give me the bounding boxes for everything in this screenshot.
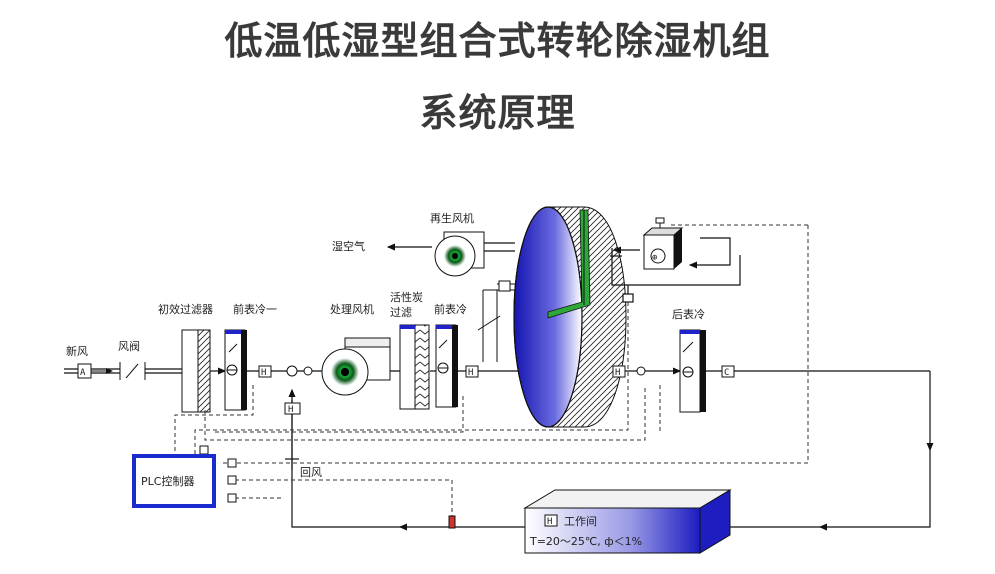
- fresh-air-label: 新风: [66, 344, 88, 358]
- carbon-filter-label-1: 活性炭: [390, 290, 423, 304]
- c-sensor: C: [721, 365, 735, 378]
- svg-text:H: H: [468, 368, 473, 378]
- after-cooler: [679, 329, 706, 413]
- mixing-node: [286, 365, 313, 377]
- carbon-filter-label-2: 过滤: [390, 306, 412, 319]
- return-air-label: 回风: [300, 466, 322, 479]
- regen-ducts: [610, 237, 741, 303]
- pre-cooler-label: 前表冷: [434, 302, 467, 316]
- regen-fan-icon: [434, 231, 485, 277]
- page-title: 低温低湿型组合式转轮除湿机组: [224, 19, 771, 63]
- primary-filter-label: 初效过滤器: [158, 302, 213, 316]
- after-cooler-label: 后表冷: [672, 307, 705, 321]
- process-fan-icon: [321, 337, 391, 396]
- desiccant-wheel: [513, 206, 627, 428]
- plc-label: PLC控制器: [141, 474, 194, 488]
- air-valve-label: 风阀: [118, 339, 140, 353]
- regen-air-out: [386, 242, 515, 252]
- svg-text:H: H: [615, 368, 620, 378]
- svg-text:H: H: [261, 368, 266, 378]
- pre-cooler: [435, 324, 458, 408]
- svg-text:A: A: [80, 368, 86, 378]
- plc-controller: [132, 454, 216, 508]
- svg-text:H: H: [288, 405, 293, 415]
- control-signal-lines: [174, 224, 809, 527]
- regen-fan-label: 再生风机: [430, 211, 474, 225]
- bypass-damper: [477, 290, 501, 362]
- h-sensor-1: H: [258, 365, 272, 378]
- svg-text:⊕: ⊕: [652, 253, 657, 263]
- page-subtitle: 系统原理: [419, 91, 576, 135]
- h-sensor-return: H: [284, 402, 301, 415]
- humid-air-label: 湿空气: [332, 239, 365, 253]
- h-sensor-2: H: [465, 365, 479, 378]
- air-valve-icon: [119, 362, 146, 380]
- svg-text:H: H: [547, 517, 552, 527]
- svg-text:C: C: [724, 368, 729, 378]
- activated-carbon-filter: [399, 324, 430, 410]
- bypass-line: [483, 280, 515, 292]
- fresh-air-inlet: A: [77, 363, 113, 379]
- return-damper: [448, 515, 456, 529]
- workshop-conditions: T=20～25℃, ф＜1%: [529, 535, 642, 548]
- primary-filter: [181, 329, 211, 413]
- regen-heater: ⊕: [642, 217, 684, 270]
- pre-cooler-1-label: 前表冷一: [233, 302, 277, 316]
- workshop-label: 工作间: [564, 515, 597, 528]
- pre-cooler-1: [224, 329, 247, 411]
- process-fan-label: 处理风机: [330, 302, 374, 316]
- workshop-room: H: [523, 489, 732, 554]
- h-sensor-3: H: [612, 365, 646, 378]
